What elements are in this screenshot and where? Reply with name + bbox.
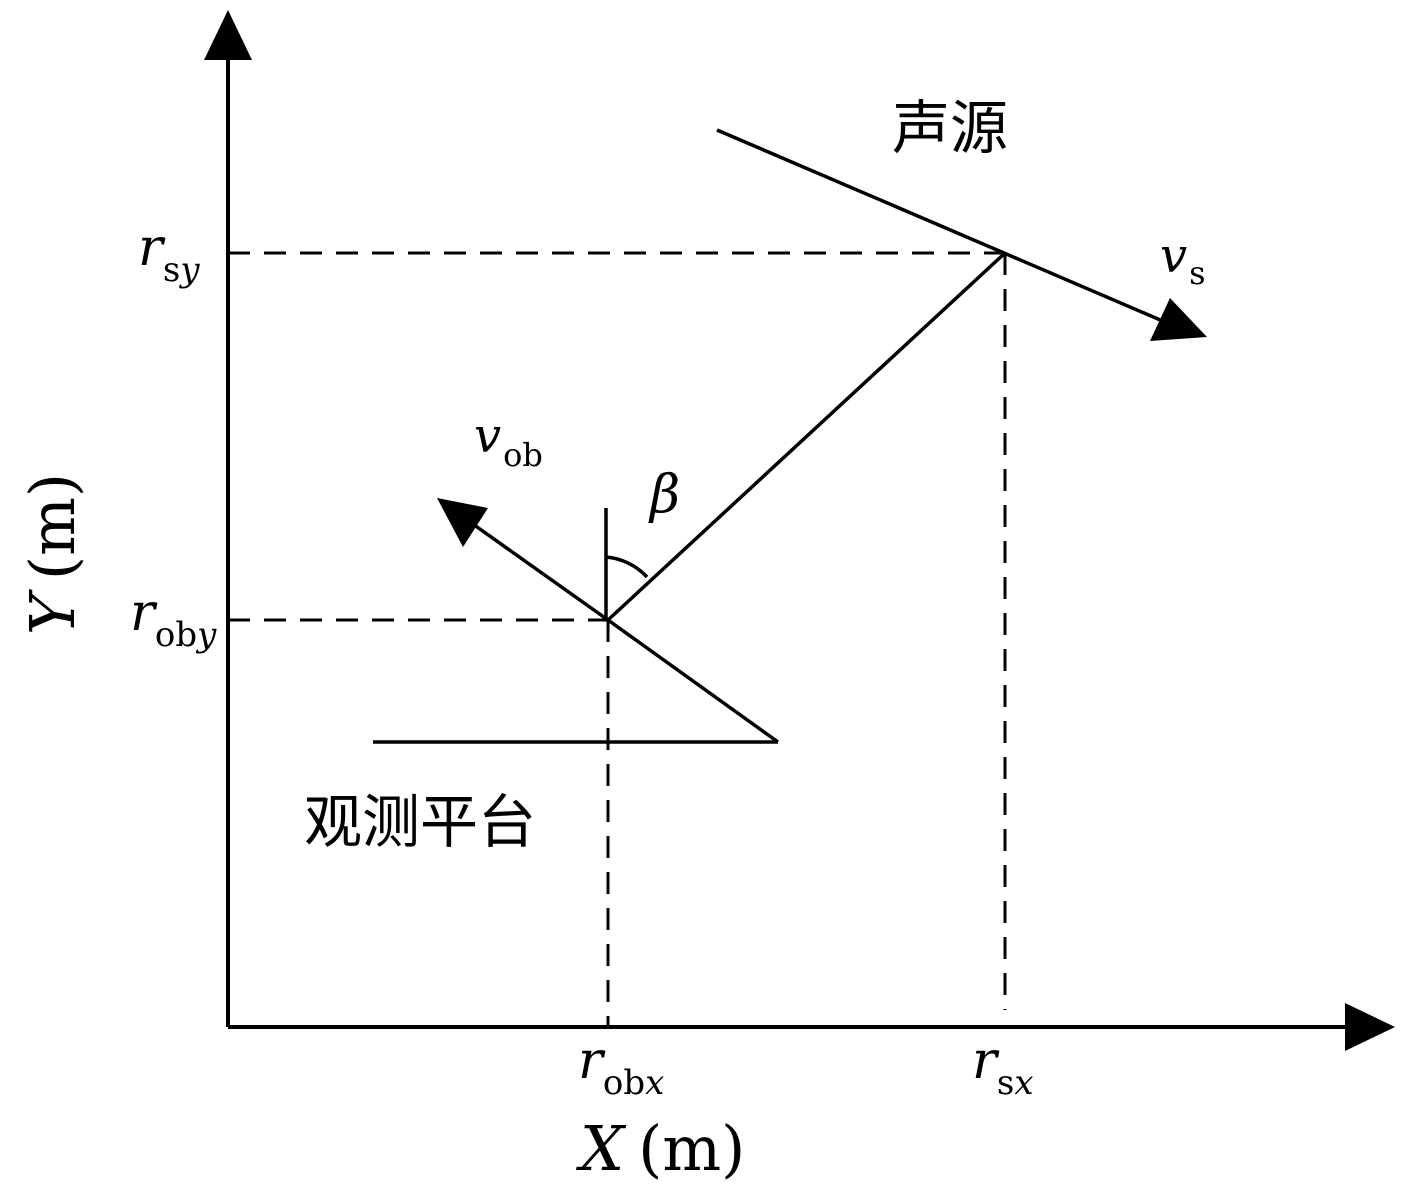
r-obx-main: r bbox=[578, 1031, 606, 1091]
v-ob-sub: ob bbox=[503, 436, 543, 474]
r-sx-main: r bbox=[972, 1031, 1000, 1091]
tick-label-r-sx: rsx bbox=[972, 1031, 1034, 1103]
tick-label-r-obx: robx bbox=[578, 1031, 664, 1103]
y-axis-var: Y bbox=[16, 589, 89, 635]
x-axis-unit: (m) bbox=[638, 1112, 745, 1185]
y-axis-label: Y (m) bbox=[16, 473, 89, 635]
tick-label-r-oby: roby bbox=[130, 583, 217, 655]
tick-label-r-sy: rsy bbox=[138, 218, 200, 290]
observer-velocity-arrow-icon bbox=[437, 498, 488, 547]
x-axis-label: X(m) bbox=[576, 1112, 745, 1185]
source-trajectory bbox=[716, 128, 1166, 324]
line-of-sight bbox=[606, 251, 1007, 622]
v-s-label: vs bbox=[1160, 228, 1206, 292]
r-sx-sub-italic: x bbox=[1014, 1063, 1033, 1103]
platform-label: 观测平台 bbox=[304, 788, 536, 856]
v-s-sub: s bbox=[1189, 254, 1205, 292]
r-oby-main: r bbox=[130, 583, 158, 643]
r-obx-sub-italic: x bbox=[645, 1063, 664, 1103]
r-sx-sub: s bbox=[997, 1063, 1014, 1103]
source-label: 声源 bbox=[892, 94, 1008, 162]
beta-angle-arc bbox=[605, 555, 649, 579]
beta-label: β bbox=[648, 465, 680, 525]
v-ob-label: vob bbox=[474, 408, 543, 474]
source-velocity-arrow-icon bbox=[1150, 298, 1207, 341]
y-axis-unit: (m) bbox=[16, 473, 89, 580]
r-sy-sub: s bbox=[163, 250, 180, 290]
observer-velocity-line bbox=[468, 520, 610, 622]
y-axis-arrow-icon bbox=[204, 10, 252, 60]
x-axis-var: X bbox=[576, 1112, 627, 1185]
r-oby-sub-italic: y bbox=[195, 615, 217, 655]
r-sy-main: r bbox=[138, 218, 166, 278]
r-obx-sub: ob bbox=[603, 1063, 645, 1103]
r-sy-sub-italic: y bbox=[178, 250, 200, 290]
observer-trajectory-diagonal bbox=[606, 618, 780, 744]
v-ob-main: v bbox=[474, 408, 501, 464]
v-s-main: v bbox=[1160, 228, 1187, 284]
r-oby-sub: ob bbox=[155, 615, 197, 655]
x-axis-arrow-icon bbox=[1345, 1003, 1395, 1051]
